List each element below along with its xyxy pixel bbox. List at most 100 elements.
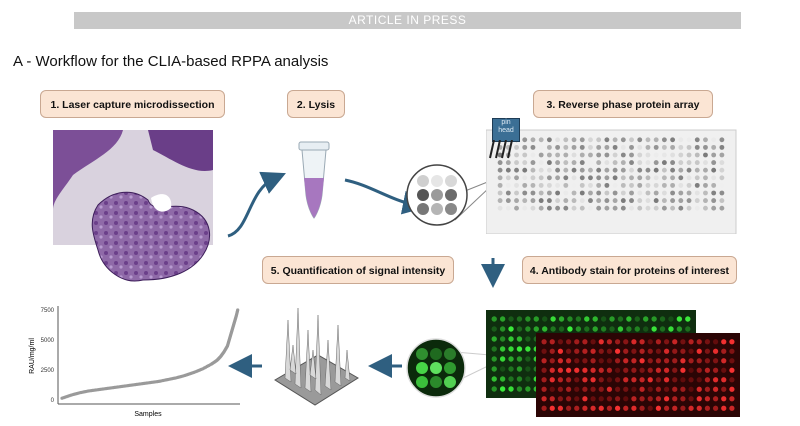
- array-spot: [703, 175, 708, 181]
- array-spot: [678, 152, 684, 158]
- array-spot: [541, 358, 547, 364]
- array-spot: [711, 190, 717, 196]
- array-spot: [712, 367, 719, 373]
- array-spot: [533, 316, 539, 322]
- array-spot: [704, 405, 711, 411]
- array-spot: [653, 198, 659, 204]
- array-spot: [672, 348, 678, 354]
- array-spot: [637, 160, 643, 166]
- array-spot: [639, 377, 645, 383]
- array-spot: [606, 358, 613, 364]
- array-spot: [546, 144, 552, 150]
- array-spot: [645, 167, 651, 173]
- array-spot: [575, 326, 582, 332]
- array-spot: [541, 367, 547, 373]
- array-spot: [703, 190, 708, 196]
- array-spot: [623, 367, 629, 373]
- array-spot: [530, 152, 536, 158]
- array-spot: [647, 358, 653, 364]
- array-spot: [686, 137, 692, 143]
- array-spot: [541, 396, 547, 402]
- array-spot: [555, 167, 561, 173]
- array-spot: [571, 175, 577, 181]
- array-spot: [712, 377, 719, 383]
- array-spot: [516, 326, 523, 332]
- array-spot: [590, 339, 596, 345]
- array-spot: [606, 377, 613, 383]
- array-spot: [508, 316, 514, 322]
- array-spot: [525, 326, 531, 332]
- article-in-press-banner: ARTICLE IN PRESS: [74, 12, 741, 29]
- array-spot: [629, 144, 634, 150]
- array-spot: [676, 326, 683, 332]
- array-spot: [626, 316, 632, 322]
- array-spot: [538, 152, 544, 158]
- array-spot: [598, 348, 604, 354]
- array-spot: [514, 160, 519, 166]
- array-spot: [514, 175, 519, 181]
- array-spot: [582, 358, 588, 364]
- array-spot: [571, 198, 577, 204]
- array-spot: [663, 386, 670, 392]
- array-spot: [522, 190, 528, 196]
- array-spot: [655, 339, 662, 345]
- array-spot: [729, 348, 735, 354]
- array-spot: [530, 205, 536, 211]
- array-spot: [516, 366, 523, 372]
- array-spot: [617, 326, 624, 332]
- array-spot: [629, 175, 634, 181]
- array-spot: [514, 198, 519, 204]
- array-spot: [497, 190, 503, 196]
- array-spot: [729, 405, 735, 411]
- array-spot: [571, 160, 577, 166]
- array-spot: [497, 160, 503, 166]
- array-spot: [704, 386, 711, 392]
- array-spot: [711, 198, 717, 204]
- array-spot: [612, 144, 618, 150]
- array-spot: [629, 160, 634, 166]
- array-spot: [555, 205, 561, 211]
- array-spot: [563, 182, 569, 188]
- array-spot: [712, 358, 719, 364]
- array-spot: [703, 205, 708, 211]
- array-spot: [514, 182, 519, 188]
- array-spot: [617, 316, 624, 322]
- array-spot: [672, 396, 678, 402]
- array-spot: [672, 339, 678, 345]
- array-spot: [653, 175, 659, 181]
- array-spot: [634, 316, 640, 322]
- array-spot: [555, 152, 561, 158]
- array-spot: [505, 175, 511, 181]
- array-spot: [688, 367, 694, 373]
- array-spot: [596, 160, 602, 166]
- array-spot: [592, 316, 598, 322]
- array-spot: [546, 160, 552, 166]
- array-spot: [596, 190, 602, 196]
- array-spot: [694, 160, 700, 166]
- array-spot: [694, 144, 700, 150]
- array-spot: [546, 205, 552, 211]
- array-spot: [579, 144, 585, 150]
- array-spot: [711, 205, 717, 211]
- array-spot: [661, 205, 667, 211]
- array-spot: [678, 144, 684, 150]
- plot-y-tick-label: 0: [51, 398, 55, 404]
- array-spot: [563, 190, 569, 196]
- array-spot: [637, 167, 643, 173]
- pin-head-pins: [489, 140, 513, 159]
- array-spot: [729, 367, 735, 373]
- array-spot: [711, 167, 717, 173]
- array-spot: [688, 386, 694, 392]
- array-spot: [505, 182, 511, 188]
- array-spot: [712, 386, 719, 392]
- array-spot: [631, 405, 637, 411]
- array-spot: [694, 152, 700, 158]
- array-spot: [555, 137, 561, 143]
- array-spot: [696, 386, 702, 392]
- array-spot: [499, 356, 506, 362]
- array-spot: [629, 137, 634, 143]
- array-spot: [609, 316, 615, 322]
- array-spot: [670, 182, 676, 188]
- array-spot: [685, 316, 691, 322]
- array-spot: [712, 405, 719, 411]
